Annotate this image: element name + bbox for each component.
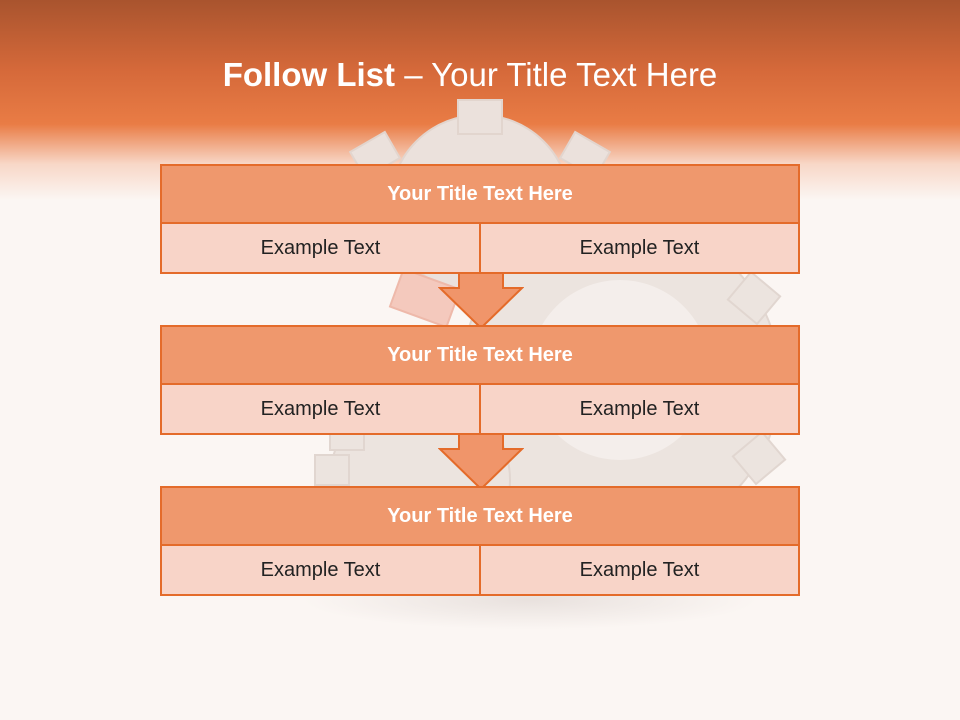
- block-row: Example Text Example Text: [162, 546, 798, 594]
- block-row: Example Text Example Text: [162, 224, 798, 272]
- down-arrow-icon: [438, 433, 524, 491]
- block-row: Example Text Example Text: [162, 385, 798, 433]
- block-cell-right: Example Text: [479, 224, 798, 272]
- list-block-1: Your Title Text Here Example Text Exampl…: [160, 164, 800, 274]
- block-title: Your Title Text Here: [162, 166, 798, 224]
- block-cell-right: Example Text: [479, 385, 798, 433]
- slide-title-bold: Follow List: [222, 56, 396, 93]
- block-cell-right: Example Text: [479, 546, 798, 594]
- list-block-2: Your Title Text Here Example Text Exampl…: [160, 325, 800, 435]
- block-cell-left: Example Text: [260, 397, 381, 420]
- list-block-3: Your Title Text Here Example Text Exampl…: [160, 486, 800, 596]
- down-arrow-icon: [438, 272, 524, 330]
- slide-title: Follow List – Your Title Text Here: [0, 52, 940, 98]
- block-title: Your Title Text Here: [162, 488, 798, 546]
- block-title: Your Title Text Here: [162, 327, 798, 385]
- block-cell-left: Example Text: [260, 236, 381, 259]
- slide-title-rest: – Your Title Text Here: [395, 56, 718, 93]
- block-cell-left: Example Text: [260, 558, 381, 581]
